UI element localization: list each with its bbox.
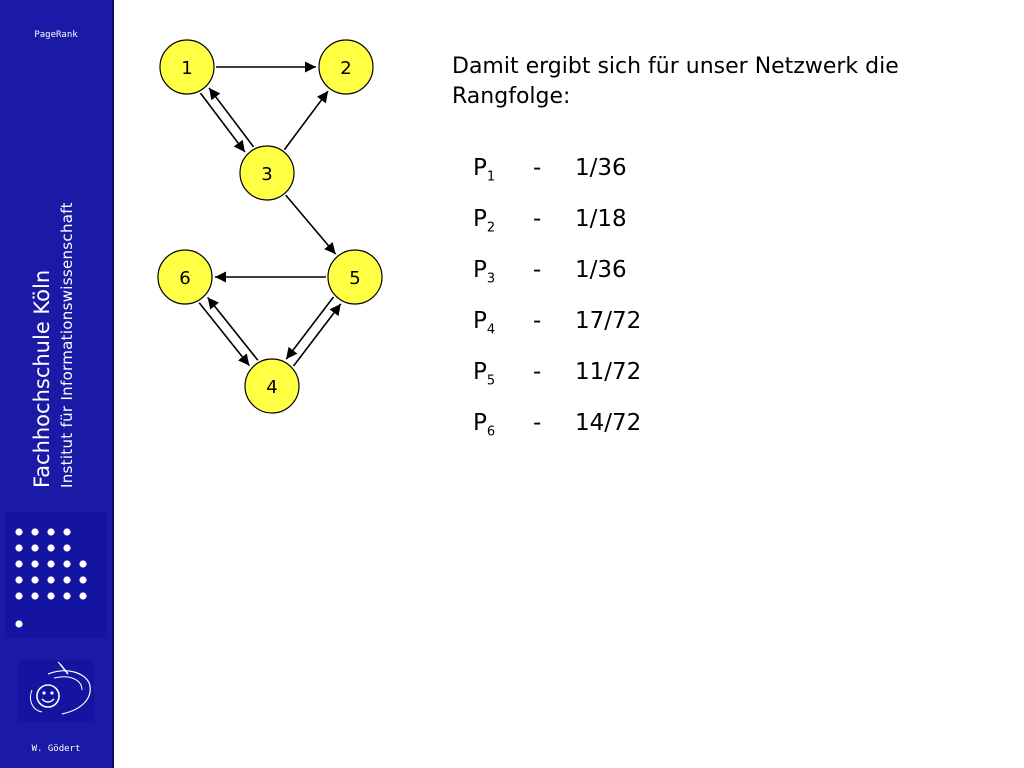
dot xyxy=(63,544,71,552)
author-label: W. Gödert xyxy=(31,744,81,754)
node-circle xyxy=(239,145,295,201)
edge-6-4 xyxy=(198,302,251,367)
rank-symbol: P3 xyxy=(473,257,496,287)
dot xyxy=(63,560,71,568)
rank-value: 1/36 xyxy=(575,155,627,181)
edge-3-5 xyxy=(285,194,337,255)
node-label: 4 xyxy=(266,377,277,398)
dot xyxy=(47,544,55,552)
node-label: 3 xyxy=(261,164,272,185)
edge-1-3 xyxy=(199,92,246,153)
dot-grid-decoration xyxy=(5,512,107,638)
rank-symbol: P6 xyxy=(473,410,496,440)
rank-row: P4 - 17/72 xyxy=(473,308,773,348)
rank-value: 17/72 xyxy=(575,308,642,334)
edge-4-5 xyxy=(292,303,342,367)
sidebar xyxy=(0,0,112,768)
rank-separator: - xyxy=(533,155,542,181)
node-label: 5 xyxy=(349,268,360,289)
node-label: 1 xyxy=(181,58,192,79)
rank-value: 1/18 xyxy=(575,206,627,232)
dot-grid-icon xyxy=(15,528,87,628)
dot xyxy=(15,576,23,584)
rank-separator: - xyxy=(533,308,542,334)
edge-4-6 xyxy=(206,296,259,361)
rank-row: P6 - 14/72 xyxy=(473,410,773,450)
rank-symbol: P4 xyxy=(473,308,496,338)
node-5: 5 xyxy=(327,249,383,305)
rank-row: P1 - 1/36 xyxy=(473,155,773,195)
institution-name: Fachhochschule Köln xyxy=(30,269,54,488)
node-label: 2 xyxy=(340,58,351,79)
rank-value: 1/36 xyxy=(575,257,627,283)
dot xyxy=(63,592,71,600)
rank-row: P2 - 1/18 xyxy=(473,206,773,246)
logo xyxy=(18,660,94,722)
node-circle xyxy=(159,39,215,95)
department-name: Institut für Informationswissenschaft xyxy=(58,202,76,488)
rank-symbol: P2 xyxy=(473,206,496,236)
node-label: 6 xyxy=(179,268,190,289)
dot xyxy=(79,560,87,568)
network-graph: 1 2 3 4 5 6 xyxy=(157,39,383,414)
institution-block: Fachhochschule Köln Institut für Informa… xyxy=(10,108,100,488)
dot xyxy=(63,528,71,536)
dot xyxy=(47,528,55,536)
rank-separator: - xyxy=(533,359,542,385)
dot xyxy=(47,592,55,600)
rank-row: P5 - 11/72 xyxy=(473,359,773,399)
dot xyxy=(15,620,23,628)
rank-separator: - xyxy=(533,206,542,232)
heading: Damit ergibt sich für unser Netzwerk die… xyxy=(452,54,899,109)
node-circle xyxy=(244,358,300,414)
node-circle xyxy=(327,249,383,305)
dot xyxy=(15,544,23,552)
dot xyxy=(47,576,55,584)
node-6: 6 xyxy=(157,249,213,305)
dot xyxy=(31,592,39,600)
topic-label: PageRank xyxy=(34,30,78,40)
dot xyxy=(31,544,39,552)
edge-5-4 xyxy=(285,296,335,360)
smiley-logo-icon xyxy=(29,661,91,715)
node-circle xyxy=(318,39,374,95)
rank-value: 14/72 xyxy=(575,410,642,436)
edge-3-2 xyxy=(283,90,329,151)
edge-3-1 xyxy=(208,87,255,148)
dot xyxy=(79,576,87,584)
rank-symbol: P5 xyxy=(473,359,496,389)
node-2: 2 xyxy=(318,39,374,95)
dot xyxy=(15,592,23,600)
node-3: 3 xyxy=(239,145,295,201)
rank-value: 11/72 xyxy=(575,359,642,385)
dot xyxy=(79,592,87,600)
dot xyxy=(63,576,71,584)
dot xyxy=(15,560,23,568)
node-1: 1 xyxy=(159,39,215,95)
dot xyxy=(31,528,39,536)
rank-separator: - xyxy=(533,257,542,283)
node-4: 4 xyxy=(244,358,300,414)
rank-separator: - xyxy=(533,410,542,436)
node-circle xyxy=(157,249,213,305)
dot xyxy=(31,560,39,568)
dot xyxy=(15,528,23,536)
dot xyxy=(47,560,55,568)
rank-row: P3 - 1/36 xyxy=(473,257,773,297)
rank-symbol: P1 xyxy=(473,155,496,185)
dot xyxy=(31,576,39,584)
sidebar-divider xyxy=(112,0,114,768)
